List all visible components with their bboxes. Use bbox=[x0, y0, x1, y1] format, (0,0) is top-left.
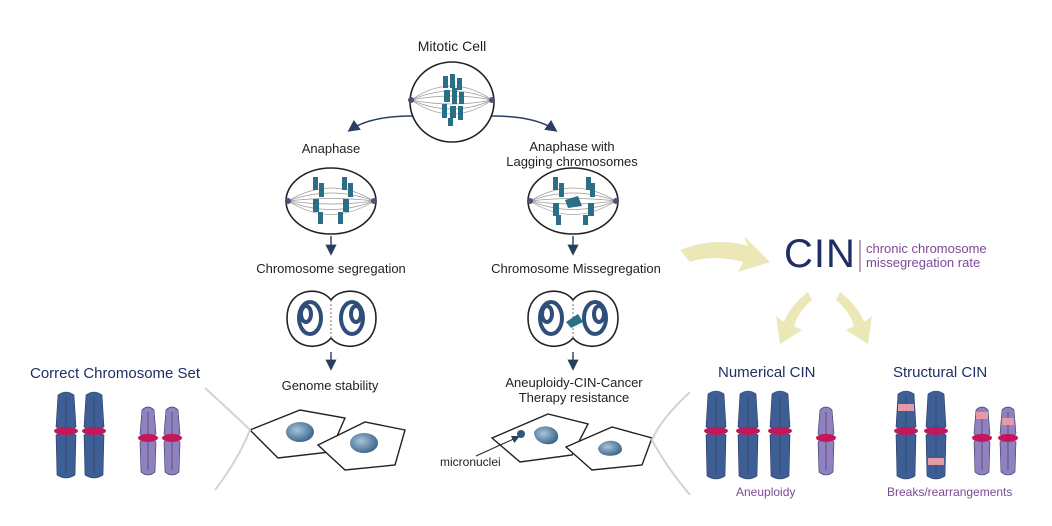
structural-cin-arrow bbox=[836, 292, 872, 344]
cin-definition-line1: chronic chromosome bbox=[866, 241, 987, 256]
numerical-cin-arrow bbox=[776, 292, 812, 344]
missegregation-label: Chromosome Missegregation bbox=[491, 261, 661, 276]
left-bracket bbox=[204, 387, 252, 491]
outcome-line2: Therapy resistance bbox=[518, 390, 630, 405]
chromosome-purple-1 bbox=[138, 406, 158, 476]
structural-cin-heading: Structural CIN bbox=[893, 364, 988, 381]
genome-stability-label: Genome stability bbox=[281, 378, 379, 393]
right-bracket bbox=[650, 391, 691, 496]
lagging-anaphase-cell bbox=[527, 167, 619, 235]
chromosome-num-purple-1 bbox=[816, 406, 836, 476]
chromosome-str-purple-2 bbox=[998, 406, 1018, 476]
outcome-label: Aneuploidy-CIN-Cancer Therapy resistance bbox=[505, 375, 642, 405]
segregation-label: Chromosome segregation bbox=[256, 261, 406, 276]
chromosome-num-blue-2 bbox=[736, 390, 760, 480]
micronuclei-label: micronuclei bbox=[440, 455, 501, 469]
mitotic-cell-label: Mitotic Cell bbox=[417, 38, 487, 54]
cin-definition-line2: missegregation rate bbox=[866, 255, 981, 270]
chromosome-str-blue-1 bbox=[894, 390, 918, 480]
mitotic-cell bbox=[408, 61, 495, 143]
anaphase-label: Anaphase bbox=[301, 141, 361, 156]
numerical-cin-heading: Numerical CIN bbox=[718, 364, 816, 381]
chromosome-str-blue-2 bbox=[924, 390, 948, 480]
cin-definition: chronic chromosome missegregation rate bbox=[866, 242, 987, 270]
segregation-cell bbox=[286, 290, 377, 348]
chromosome-blue-2 bbox=[82, 391, 106, 479]
micronuclei-pointer bbox=[475, 435, 520, 457]
chromosome-num-blue-1 bbox=[704, 390, 728, 480]
arrow-to-lagging bbox=[491, 115, 558, 132]
aneuploidy-label: Aneuploidy bbox=[736, 485, 796, 499]
chromosome-purple-2 bbox=[162, 406, 182, 476]
breaks-label: Breaks/rearrangements bbox=[887, 485, 1013, 499]
chromosome-figures bbox=[54, 390, 1018, 480]
outcome-line1: Aneuploidy-CIN-Cancer bbox=[505, 375, 643, 390]
chromosome-num-blue-3 bbox=[768, 390, 792, 480]
arrow-to-anaphase bbox=[347, 115, 413, 132]
cin-arrow bbox=[680, 236, 770, 272]
daughter-cells-stable bbox=[248, 409, 406, 471]
lagging-label: Anaphase with Lagging chromosomes bbox=[506, 139, 638, 169]
correct-set-heading: Correct Chromosome Set bbox=[30, 365, 201, 382]
cin-title: CIN bbox=[784, 232, 856, 276]
chromosome-blue-1 bbox=[54, 391, 78, 479]
daughter-cells-aneuploid bbox=[490, 413, 653, 471]
anaphase-cell bbox=[285, 167, 377, 235]
lagging-label-line1: Anaphase with bbox=[529, 139, 615, 154]
missegregation-cell bbox=[527, 290, 619, 348]
lagging-label-line2: Lagging chromosomes bbox=[506, 154, 638, 169]
chromosome-str-purple-1 bbox=[972, 406, 992, 476]
